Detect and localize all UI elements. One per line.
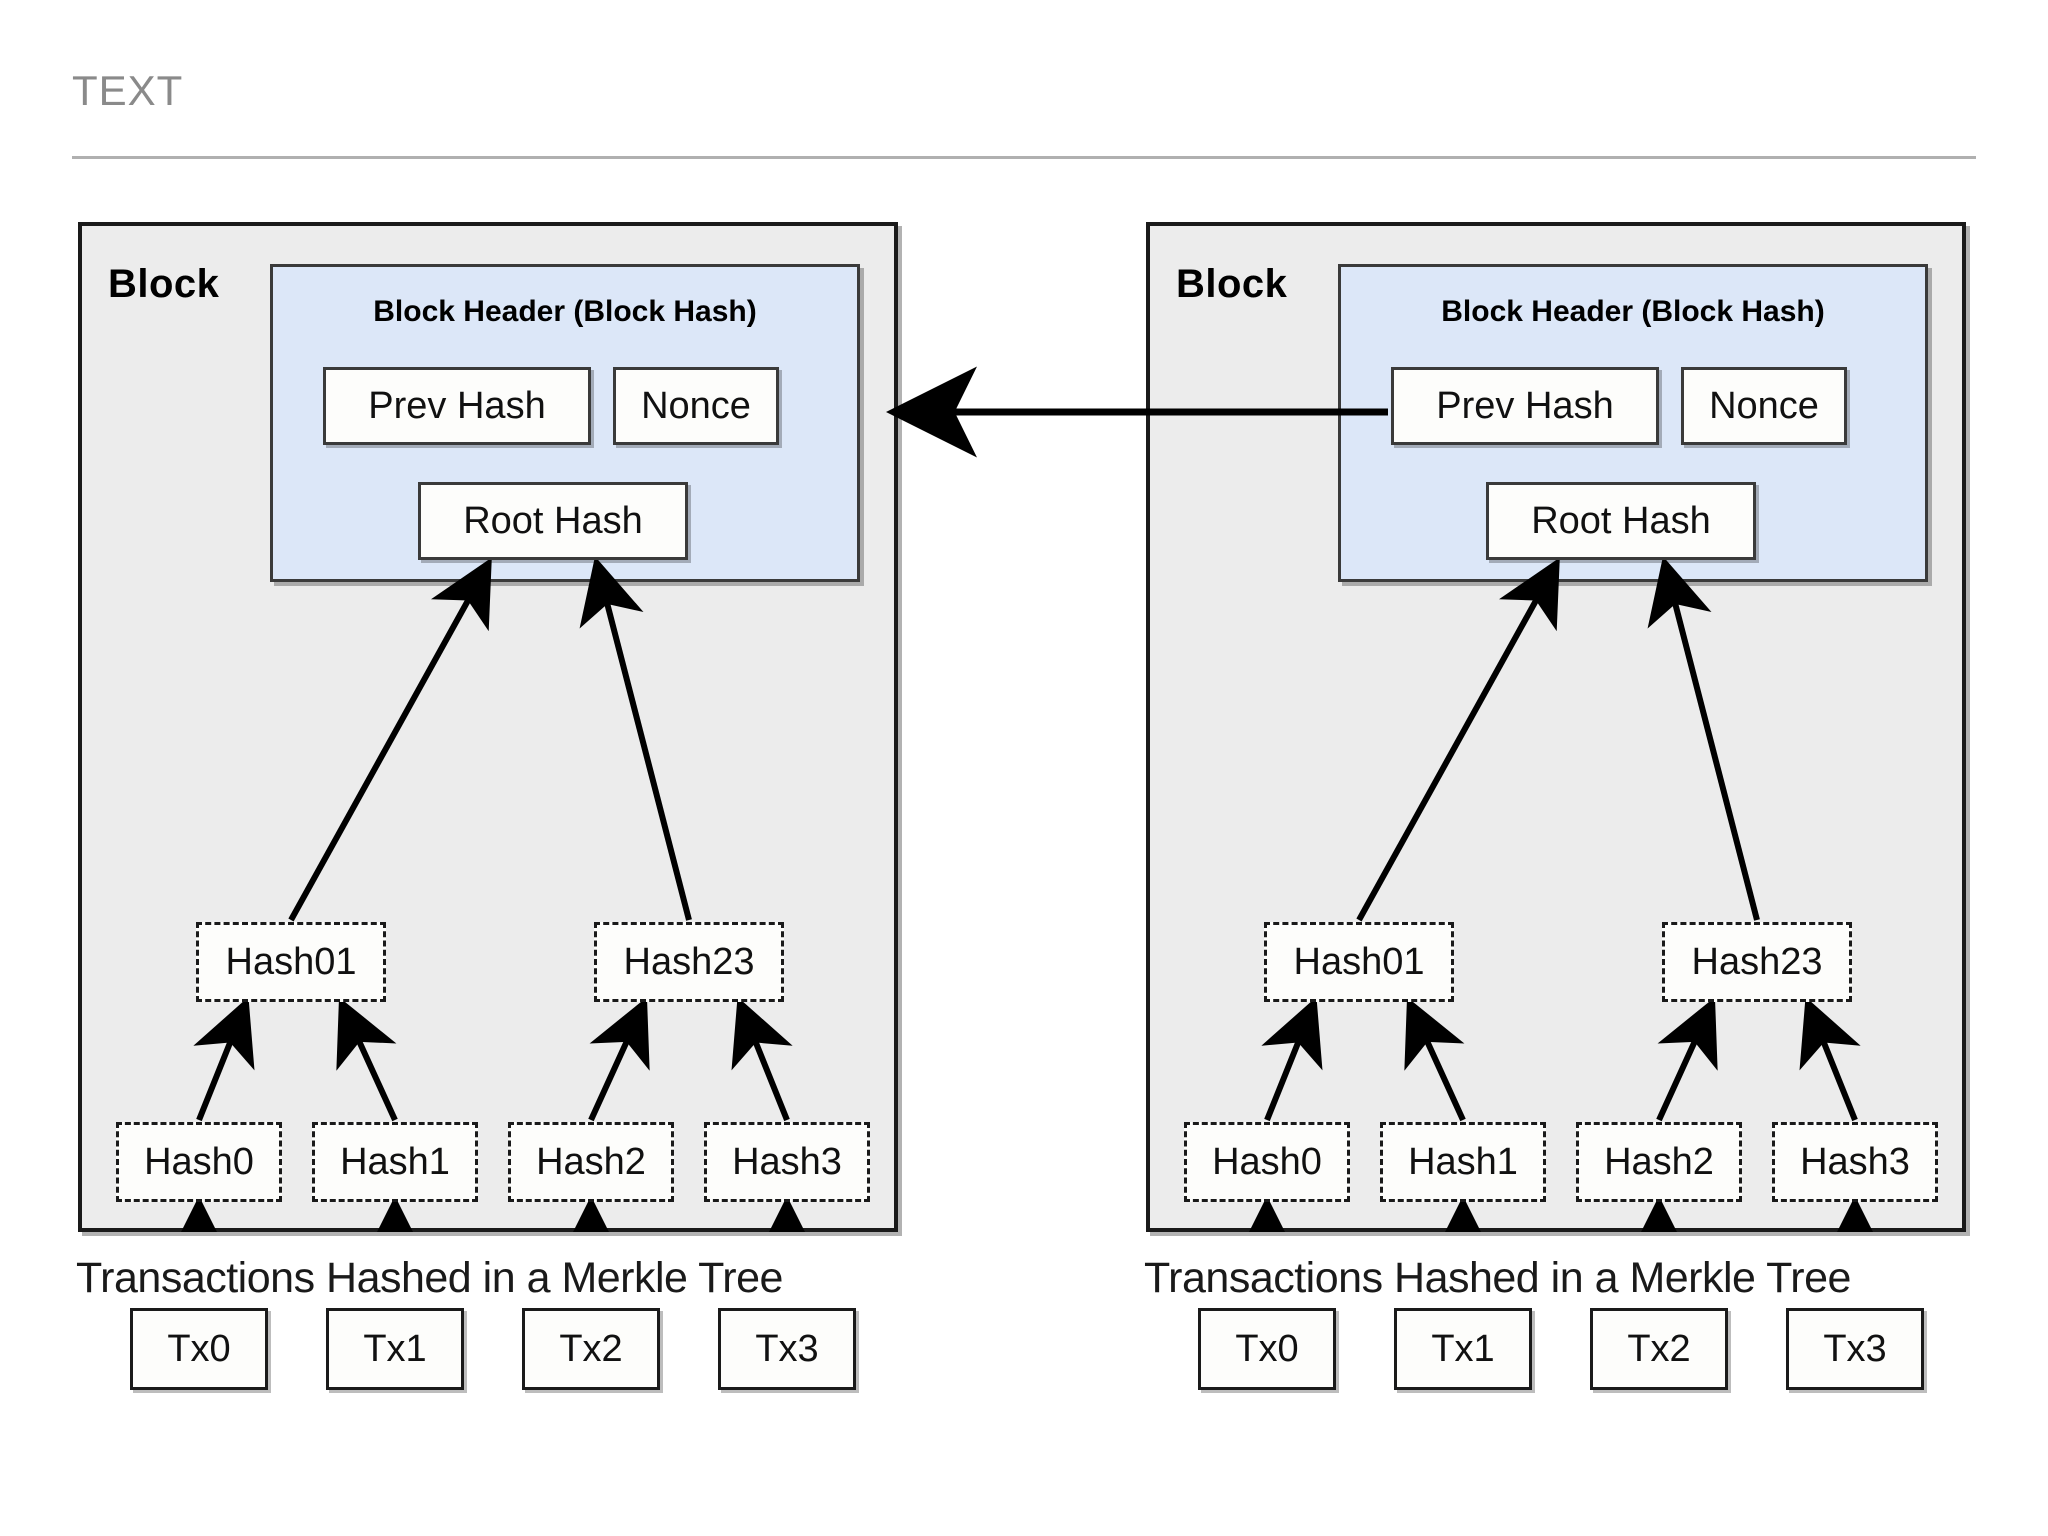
tx-node-tx3-right[interactable]: Tx3	[1786, 1308, 1924, 1390]
block-group-left: Block Block Header (Block Hash) Prev Has…	[78, 222, 898, 1390]
hash-node-hash01-left[interactable]: Hash01	[196, 922, 386, 1002]
tx-node-tx3-left[interactable]: Tx3	[718, 1308, 856, 1390]
tx-node-tx0-left[interactable]: Tx0	[130, 1308, 268, 1390]
title-divider	[72, 156, 1976, 159]
prev-hash-box-right[interactable]: Prev Hash	[1391, 367, 1659, 445]
hash-node-hash1-right[interactable]: Hash1	[1380, 1122, 1546, 1202]
block-label-left: Block	[108, 262, 220, 306]
slide-header: TEXT	[72, 66, 1976, 159]
block-header-title-left: Block Header (Block Hash)	[373, 295, 757, 328]
hash-node-hash3-left[interactable]: Hash3	[704, 1122, 870, 1202]
hash-node-hash0-right[interactable]: Hash0	[1184, 1122, 1350, 1202]
hash-node-hash2-right[interactable]: Hash2	[1576, 1122, 1742, 1202]
nonce-box-right[interactable]: Nonce	[1681, 367, 1847, 445]
hash-node-hash3-right[interactable]: Hash3	[1772, 1122, 1938, 1202]
block-header-title-right: Block Header (Block Hash)	[1441, 295, 1825, 328]
caption-left: Transactions Hashed in a Merkle Tree	[76, 1254, 783, 1302]
nonce-box-left[interactable]: Nonce	[613, 367, 779, 445]
tx-node-tx1-left[interactable]: Tx1	[326, 1308, 464, 1390]
block-header-left: Block Header (Block Hash) Prev Hash Nonc…	[270, 264, 860, 582]
page-title: TEXT	[72, 67, 184, 114]
hash-node-hash23-left[interactable]: Hash23	[594, 922, 784, 1002]
hash-node-hash0-left[interactable]: Hash0	[116, 1122, 282, 1202]
root-hash-box-left[interactable]: Root Hash	[418, 482, 688, 560]
prev-hash-box-left[interactable]: Prev Hash	[323, 367, 591, 445]
hash-node-hash01-right[interactable]: Hash01	[1264, 922, 1454, 1002]
tx-node-tx1-right[interactable]: Tx1	[1394, 1308, 1532, 1390]
root-hash-box-right[interactable]: Root Hash	[1486, 482, 1756, 560]
hash-node-hash23-right[interactable]: Hash23	[1662, 922, 1852, 1002]
caption-right: Transactions Hashed in a Merkle Tree	[1144, 1254, 1851, 1302]
hash-node-hash2-left[interactable]: Hash2	[508, 1122, 674, 1202]
block-label-right: Block	[1176, 262, 1288, 306]
block-group-right: Block Block Header (Block Hash) Prev Has…	[1146, 222, 1966, 1390]
tx-node-tx2-left[interactable]: Tx2	[522, 1308, 660, 1390]
tx-node-tx0-right[interactable]: Tx0	[1198, 1308, 1336, 1390]
tx-node-tx2-right[interactable]: Tx2	[1590, 1308, 1728, 1390]
hash-node-hash1-left[interactable]: Hash1	[312, 1122, 478, 1202]
